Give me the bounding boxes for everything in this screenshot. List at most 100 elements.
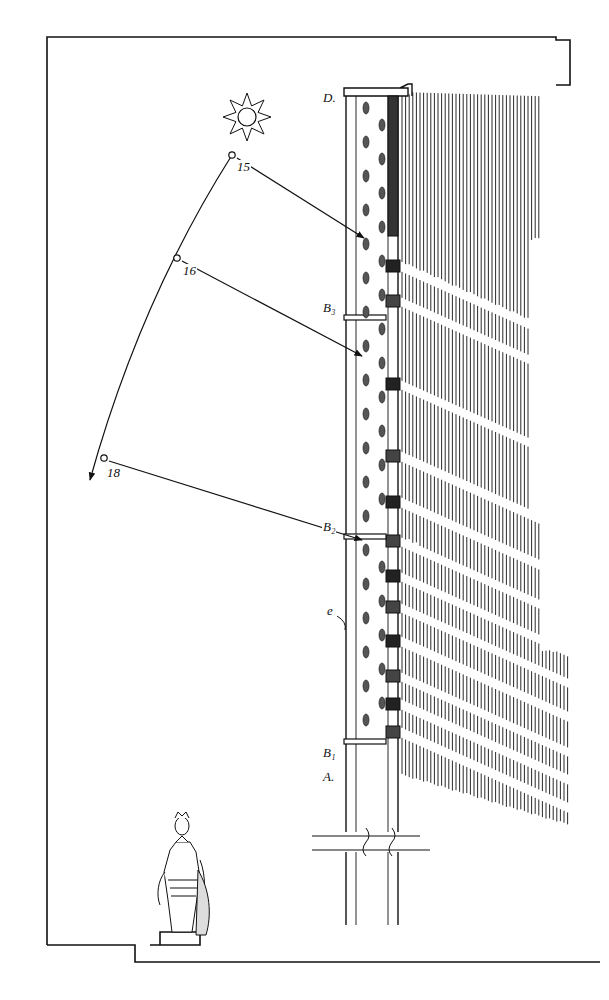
hatch-line — [542, 773, 543, 791]
hatch-line — [452, 531, 453, 561]
hatch-line — [434, 93, 435, 277]
hatch-line — [542, 710, 543, 736]
hatch-line — [528, 364, 529, 438]
hatch-line — [477, 94, 478, 296]
louver-ellipse — [379, 255, 385, 267]
hatch-line — [549, 713, 550, 739]
louver-ellipse — [363, 680, 369, 692]
louver-ellipse — [363, 476, 369, 488]
hatch-line — [474, 94, 475, 294]
hatch-line — [409, 465, 410, 501]
hatch-line — [405, 684, 406, 702]
hatch-line — [445, 701, 446, 719]
hatch-line — [506, 555, 507, 585]
hatch-line — [510, 356, 511, 430]
hatch-line — [502, 783, 503, 805]
hatch-line — [463, 709, 464, 727]
hatch-line — [556, 808, 557, 822]
hatch-line — [506, 629, 507, 651]
hatch-line — [402, 547, 403, 573]
hatch-line — [477, 424, 478, 486]
hatch-line — [481, 544, 482, 574]
hatch-line — [560, 809, 561, 821]
hatch-line — [492, 312, 493, 338]
hatch-line — [448, 411, 449, 473]
callout-number: 15 — [236, 160, 251, 174]
louver-ellipse — [363, 306, 369, 318]
hatch-line — [492, 430, 493, 492]
hatch-line — [427, 93, 428, 273]
hatch-line — [520, 443, 521, 505]
hatch-line — [416, 716, 417, 734]
hatch-line — [409, 310, 410, 384]
hatch-line — [488, 686, 489, 712]
hatch-line — [524, 793, 525, 811]
hatch-line — [499, 434, 500, 496]
hatch-line — [499, 726, 500, 744]
hatch-line — [427, 749, 428, 781]
hatch-line — [438, 629, 439, 653]
hatch-line — [441, 728, 442, 746]
hatch-line — [488, 429, 489, 491]
hatch-line — [488, 652, 489, 676]
louver-ellipse — [363, 374, 369, 386]
louver-ellipse — [379, 663, 385, 675]
hatch-line — [506, 437, 507, 499]
hatch-line — [542, 801, 543, 817]
hatch-line — [441, 93, 442, 279]
hatch-line — [531, 796, 532, 814]
hatch-line — [438, 406, 439, 468]
hatch-line — [466, 491, 467, 527]
sun-ray-arrows — [90, 152, 364, 630]
hatch-line — [538, 608, 539, 634]
sun-ray — [109, 461, 362, 540]
louver-block — [386, 726, 400, 738]
hatch-line — [463, 417, 464, 479]
part-letter: B₂ — [322, 520, 336, 534]
louver-block — [386, 601, 400, 613]
hatch-line — [502, 592, 503, 618]
hatch-line — [445, 566, 446, 592]
louver-ellipse — [363, 714, 369, 726]
hatch-line — [524, 563, 525, 593]
hatch-line — [470, 678, 471, 704]
louver-ellipse — [363, 408, 369, 420]
hatch-line — [560, 653, 561, 675]
hatch-line — [423, 720, 424, 738]
hatch-line — [477, 647, 478, 671]
hatch-line — [528, 565, 529, 595]
hatch-line — [470, 578, 471, 604]
hatch-line — [495, 95, 496, 305]
hatch-line — [438, 524, 439, 554]
hatch-line — [495, 624, 496, 646]
hatch-line — [502, 317, 503, 343]
hatch-line — [495, 314, 496, 340]
hatch-line — [517, 324, 518, 350]
hatch-line — [567, 784, 568, 802]
hatch-line — [448, 328, 449, 402]
hatch-line — [528, 795, 529, 813]
hatch-line — [524, 602, 525, 628]
hatch-line — [560, 753, 561, 771]
hatch-line — [430, 660, 431, 686]
louver-ellipse — [379, 391, 385, 403]
hatch-line — [499, 591, 500, 617]
louver-ellipse — [363, 442, 369, 454]
hatch-line — [466, 576, 467, 602]
hatch-line — [416, 619, 417, 643]
hatch-line — [535, 642, 536, 664]
hatch-line — [448, 731, 449, 749]
hatch-line — [452, 485, 453, 521]
hatch-line — [492, 653, 493, 677]
sun-symbol — [223, 93, 271, 141]
hatch-line — [412, 467, 413, 503]
hatch-line — [488, 621, 489, 643]
hatch-line — [513, 95, 514, 311]
hatch-line — [430, 723, 431, 741]
hatch-line — [430, 285, 431, 311]
sun-position — [174, 255, 180, 261]
hatch-line — [484, 427, 485, 489]
hatch-line — [402, 508, 403, 538]
hatch-line — [528, 329, 529, 355]
louver-block — [386, 535, 400, 547]
